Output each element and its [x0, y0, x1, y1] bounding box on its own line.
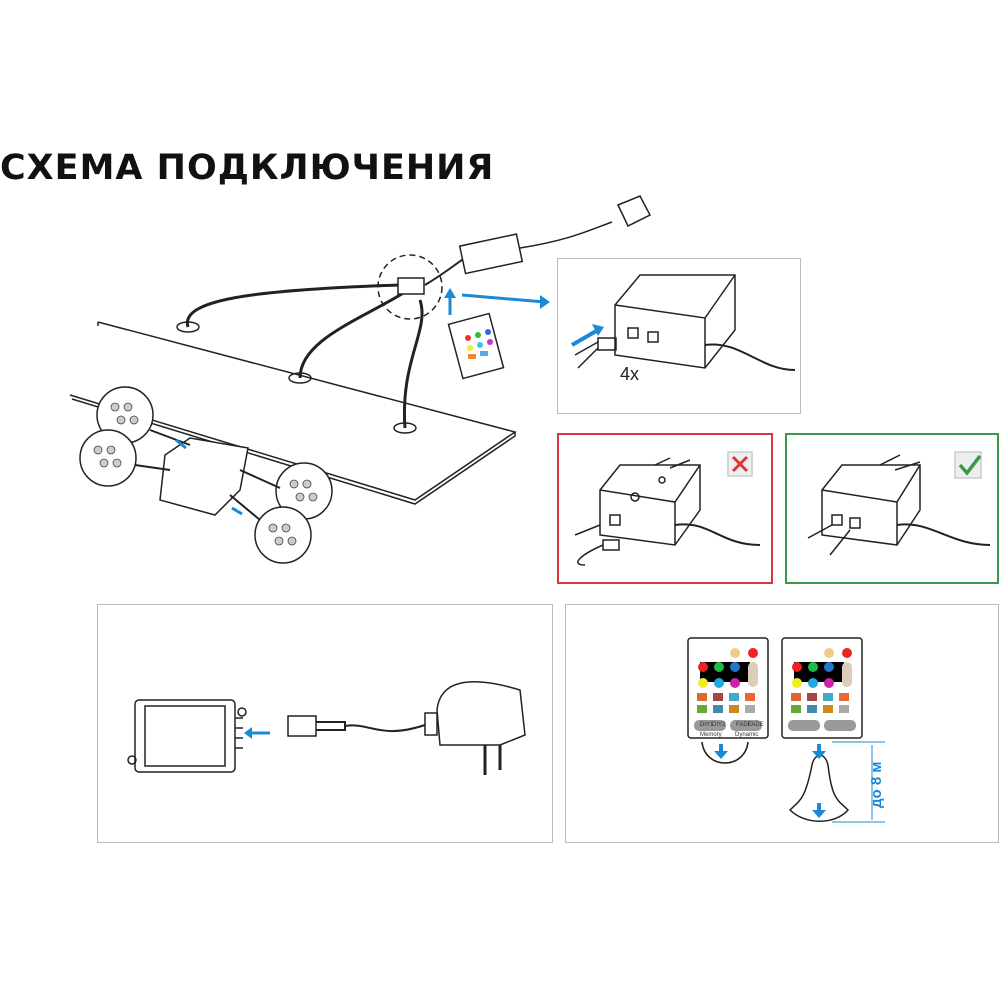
remote-button-fade2: FADE	[748, 722, 764, 728]
remote-button-diy2: DIY2	[712, 722, 726, 728]
panel-power-connection	[97, 604, 553, 843]
panel-remote-range	[565, 604, 999, 843]
panel-correct-connection	[785, 433, 999, 584]
remote-button-diy1: DIY1	[700, 722, 714, 728]
connector-count-label: 4x	[620, 364, 640, 384]
distance-label: до 8 м	[868, 761, 885, 808]
cross-icon	[731, 455, 749, 473]
page-title: СХЕМА ПОДКЛЮЧЕНИЯ	[0, 148, 495, 188]
check-icon	[958, 454, 982, 476]
panel-wrong-connection	[557, 433, 773, 584]
remote-button-fade1: FADE	[736, 722, 752, 728]
panel-connector-detail	[557, 258, 801, 414]
remote-memory-label: Memory	[700, 732, 722, 738]
remote-dynamic-label: Dynamic	[735, 732, 759, 738]
